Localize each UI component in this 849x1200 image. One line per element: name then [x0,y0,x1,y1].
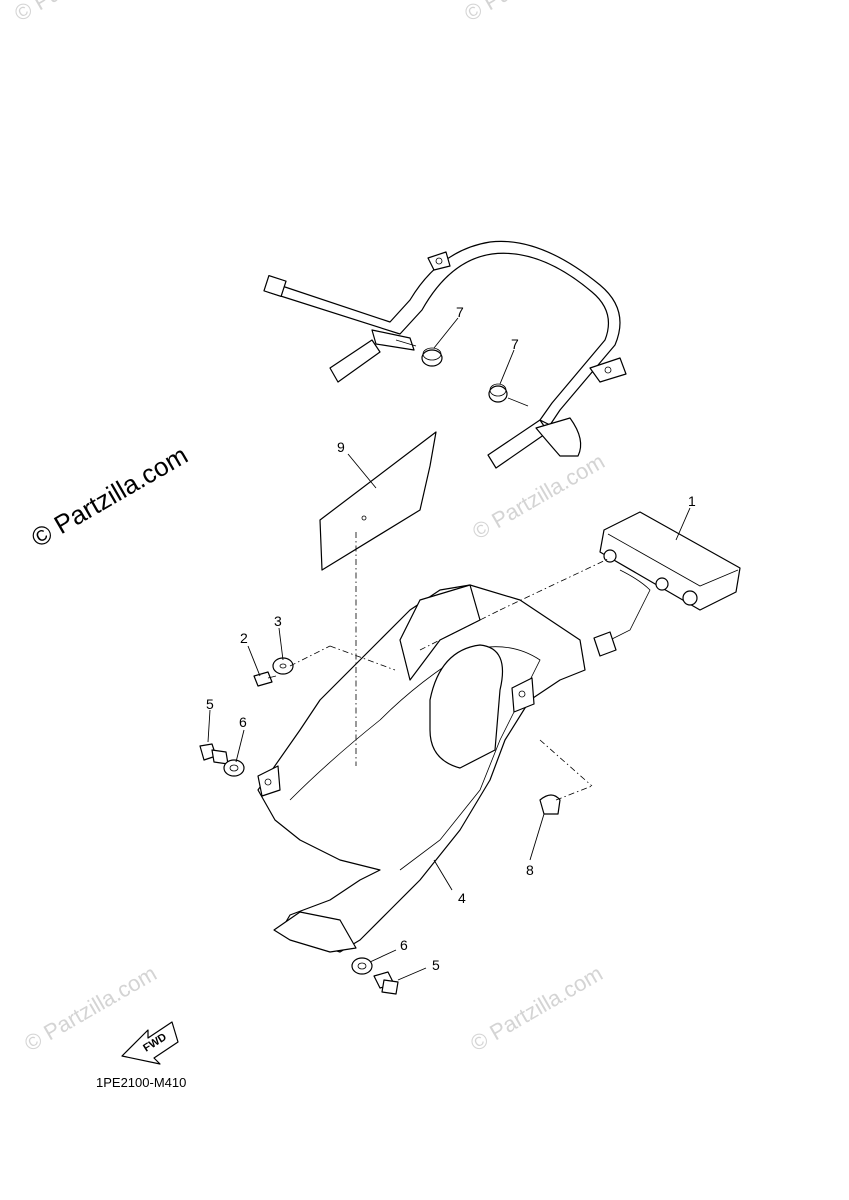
bolt-5-lower [373,971,399,995]
collar-6-lower [351,957,373,975]
callout-1: 1 [688,493,696,509]
callout-2: 2 [240,630,248,646]
fwd-arrow-icon: FWD [121,1021,179,1065]
callout-7-left: 7 [456,304,464,320]
diagram-code: 1PE2100-M410 [96,1075,186,1090]
collar-6-upper [223,759,245,777]
grab-bar [263,240,627,469]
callout-7-right: 7 [511,336,519,352]
leader-lines [207,317,691,981]
assembly-lines [289,532,611,801]
grommet-right [488,383,508,403]
tail-light [593,511,741,657]
callout-4: 4 [458,890,466,906]
callout-8: 8 [526,862,534,878]
rear-fender [257,584,586,953]
callout-3: 3 [274,613,282,629]
clip [539,794,561,815]
screw-2 [253,671,277,687]
label-plate [319,431,437,571]
watermarks: © Partzilla.com © Partzilla.com © Partzi… [10,0,609,1056]
watermark-mid-right: © Partzilla.com [468,449,609,545]
callout-6-lower: 6 [400,937,408,953]
callout-9: 9 [337,439,345,455]
bolt-5-upper [199,743,229,765]
callout-labels: 7 7 9 1 3 2 5 6 4 8 6 5 [206,304,696,973]
watermark-left-main: © Partzilla.com [26,440,193,554]
grommet-left [421,347,443,367]
grommets [421,347,508,403]
watermark-bottom-right: © Partzilla.com [466,961,607,1057]
watermark-top-left: © Partzilla.com [10,0,151,26]
callout-5-lower: 5 [432,957,440,973]
watermark-top-right: © Partzilla.com [460,0,601,26]
fasteners [199,657,399,995]
callout-5-upper: 5 [206,696,214,712]
callout-6-upper: 6 [239,714,247,730]
